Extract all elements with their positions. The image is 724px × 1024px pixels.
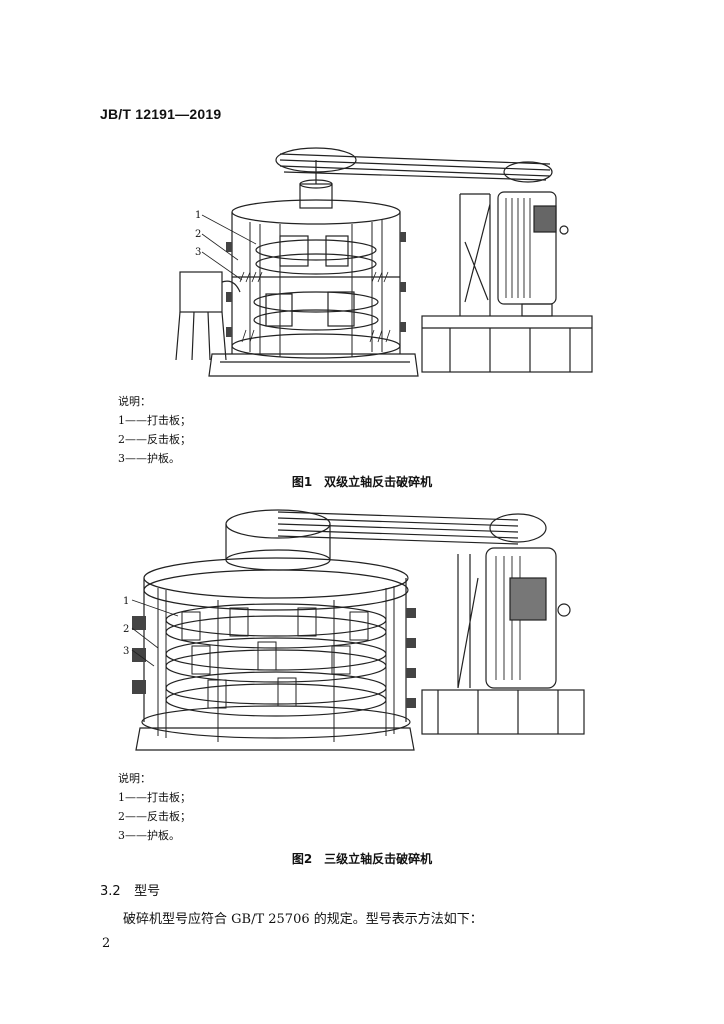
legend-item: 2——反击板； <box>118 433 191 446</box>
legend-item: 1——打击板； <box>118 414 191 427</box>
fig1-callout-1: 1 <box>195 210 201 221</box>
legend-title: 说明： <box>118 772 151 785</box>
section-number: 3.2 <box>100 884 121 899</box>
figure-1-drawing: 1 2 3 <box>160 132 600 390</box>
page-number: 2 <box>102 936 111 951</box>
legend-item: 3——护板。 <box>118 829 180 842</box>
fig2-callout-3: 3 <box>123 646 129 657</box>
legend-item: 2——反击板； <box>118 810 191 823</box>
legend-title: 说明： <box>118 395 151 408</box>
figure-1-caption: 图1 双级立轴反击破碎机 <box>291 475 433 489</box>
fig2-callout-1: 1 <box>123 596 129 607</box>
figure-2-caption: 图2 三级立轴反击破碎机 <box>291 852 433 866</box>
legend-item: 3——护板。 <box>118 452 180 465</box>
legend-item: 1——打击板； <box>118 791 191 804</box>
fig1-callout-2: 2 <box>195 229 201 240</box>
figure-1-legend: 说明： 1——打击板； 2——反击板； 3——护板。 <box>118 392 191 468</box>
section-title: 型号 <box>134 884 161 899</box>
body-paragraph: 破碎机型号应符合 GB/T 25706 的规定。型号表示方法如下： <box>123 912 483 927</box>
fig1-callout-3: 3 <box>195 247 201 258</box>
fig2-callout-2: 2 <box>123 624 129 635</box>
standard-code: JB/T 12191—2019 <box>100 106 222 122</box>
figure-2-drawing: 1 2 3 <box>118 508 588 763</box>
section-heading: 3.2 型号 <box>100 880 160 899</box>
figure-2-legend: 说明： 1——打击板； 2——反击板； 3——护板。 <box>118 769 191 845</box>
